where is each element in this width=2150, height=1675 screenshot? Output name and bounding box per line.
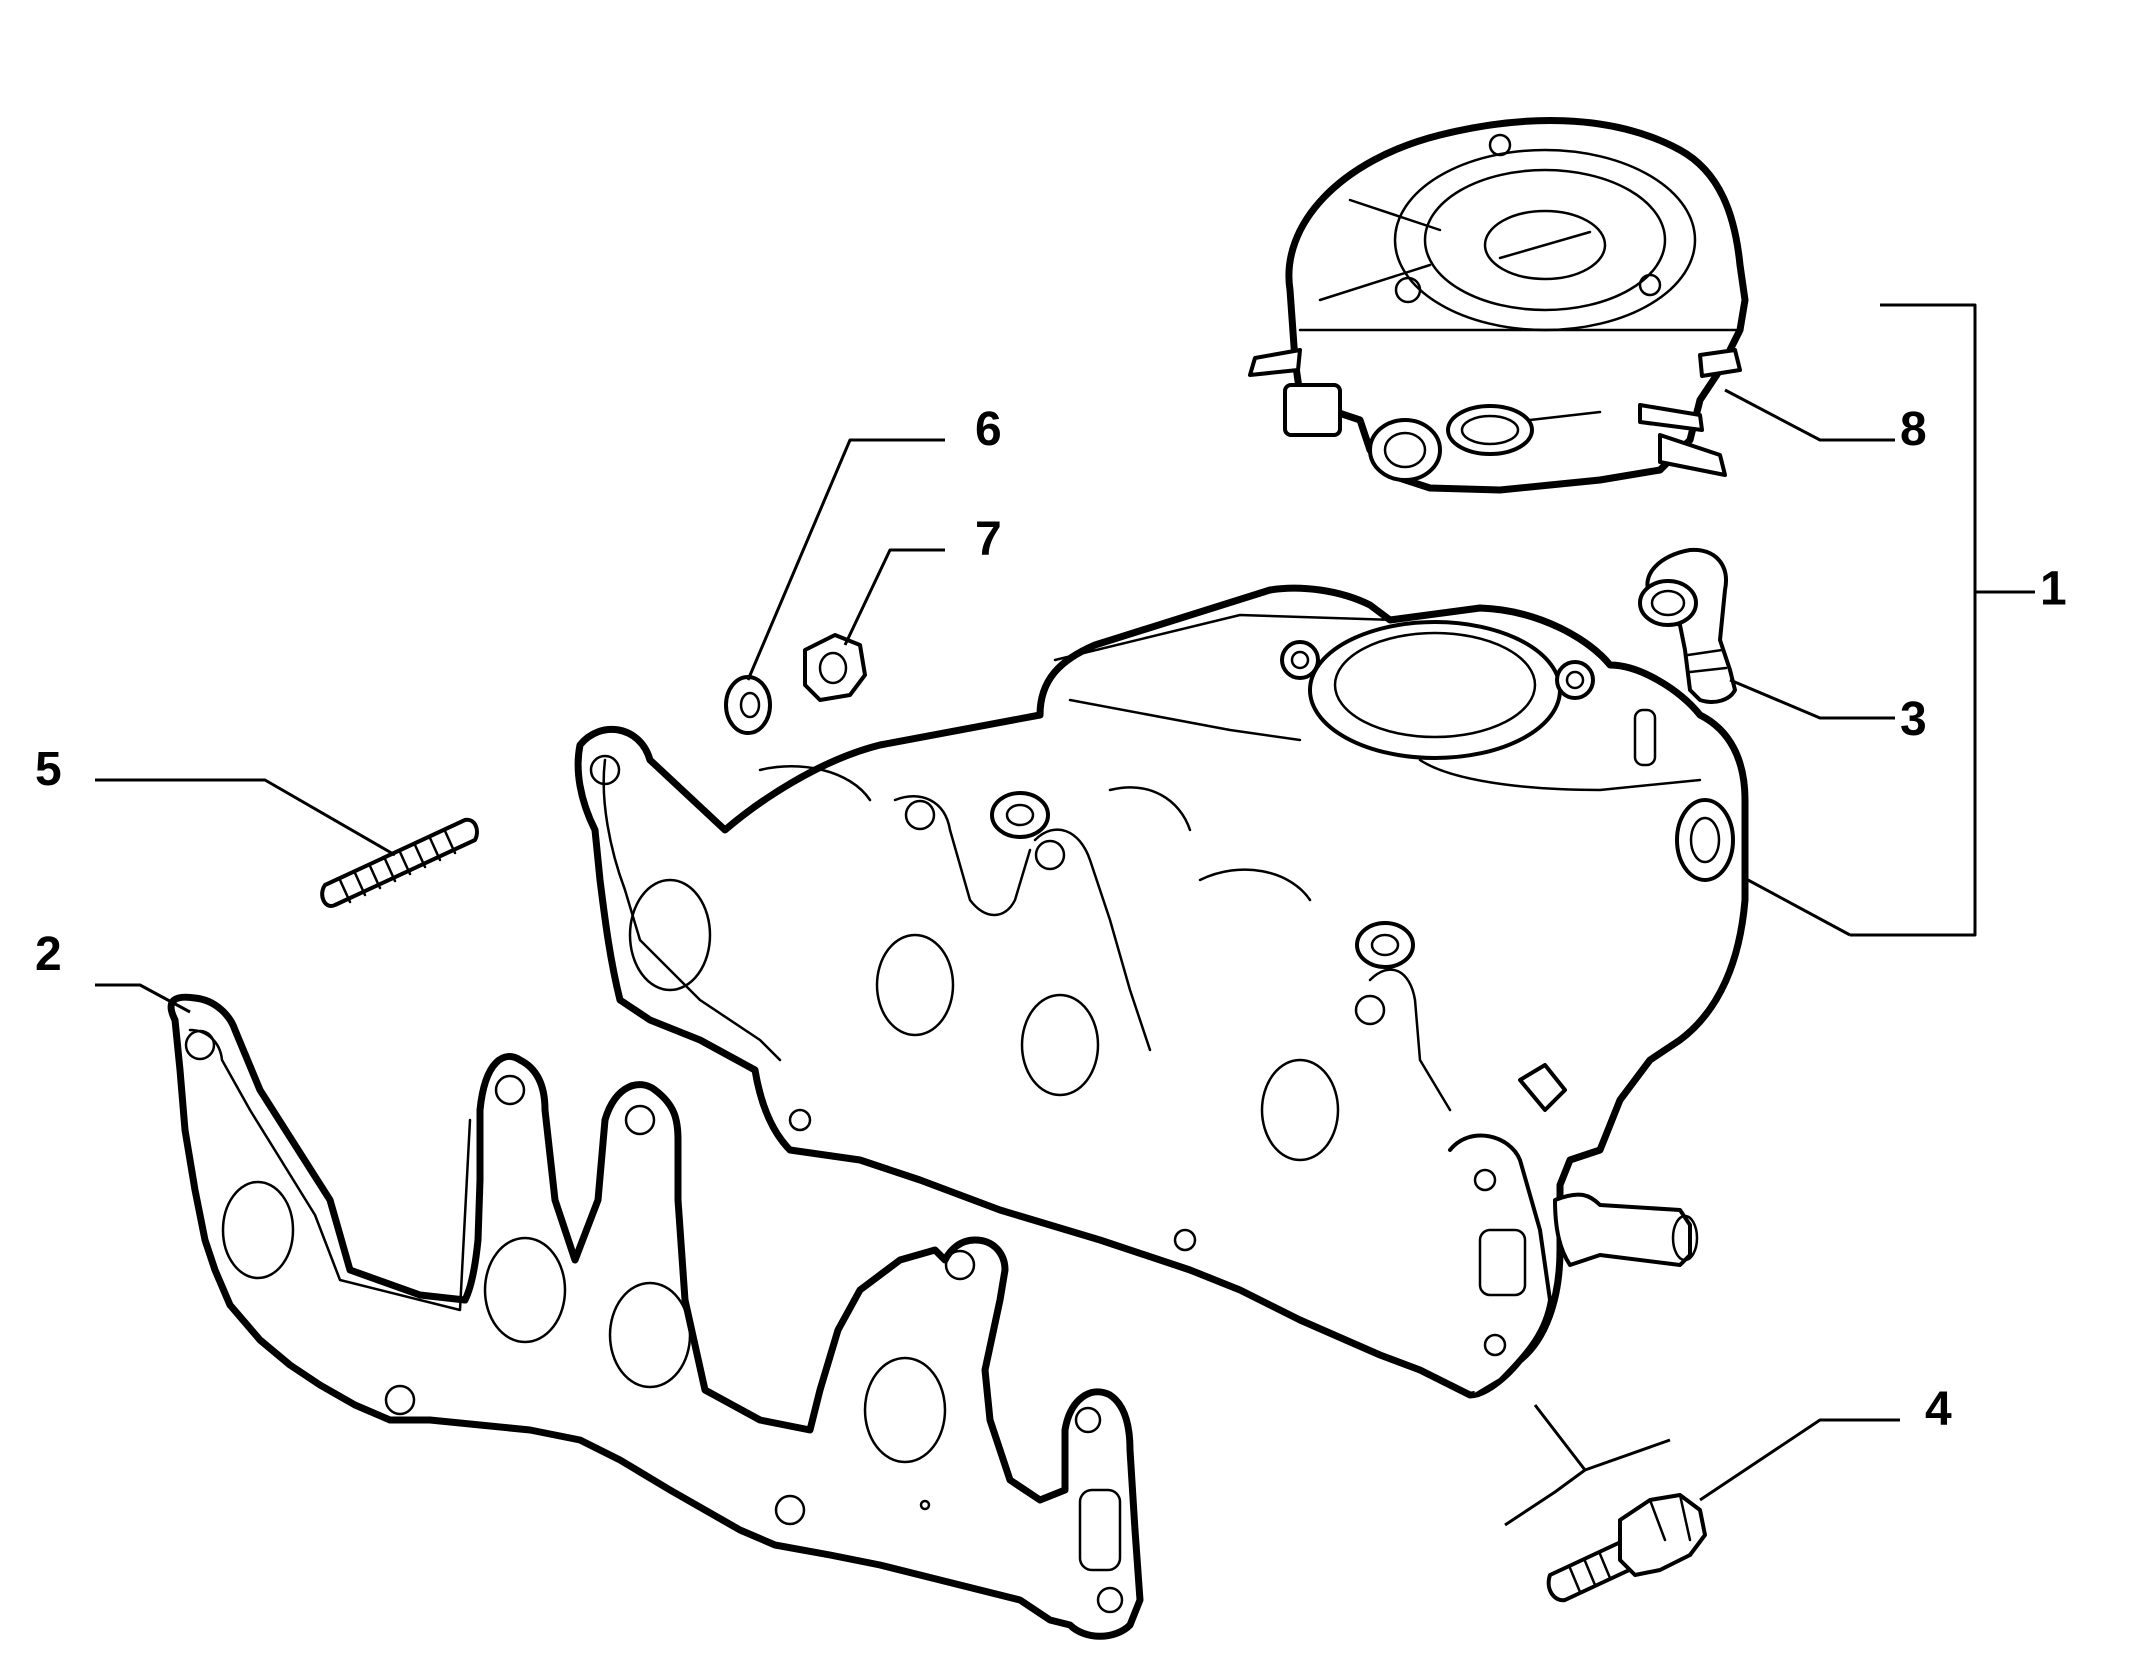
manifold-gasket[interactable] — [167, 993, 1144, 1640]
leader-4-bracket — [1533, 1404, 1671, 1472]
banjo-bolt[interactable] — [1546, 1493, 1707, 1603]
hex-nut[interactable] — [803, 633, 867, 702]
threaded-stud[interactable] — [320, 817, 479, 908]
leader-5 — [95, 778, 396, 857]
callout-1: 1 — [2040, 563, 2067, 616]
leader-8 — [1724, 388, 1895, 442]
callout-6: 6 — [975, 403, 1002, 456]
leader-4-split — [1504, 1468, 1586, 1527]
leader-4 — [1699, 1418, 1900, 1502]
washer[interactable] — [724, 675, 772, 735]
leader-lines — [95, 303, 2035, 1527]
leader-6 — [746, 438, 945, 681]
leader-7 — [843, 548, 945, 646]
callout-7: 7 — [975, 513, 1002, 566]
callout-3: 3 — [1900, 693, 1927, 746]
leader-1-manifold — [1747, 878, 1851, 937]
callout-4: 4 — [1925, 1383, 1952, 1436]
leader-2 — [95, 983, 191, 1014]
callout-labels: 1 2 3 4 5 6 7 8 — [35, 403, 2067, 1436]
leader-3 — [1729, 678, 1895, 720]
callout-8: 8 — [1900, 403, 1927, 456]
callout-2: 2 — [35, 928, 62, 981]
callout-5: 5 — [35, 743, 62, 796]
intake-manifold[interactable] — [574, 584, 1749, 1399]
bracket-1 — [1850, 303, 1977, 937]
throttle-body[interactable] — [1248, 117, 1749, 494]
elbow-fitting[interactable] — [1638, 547, 1737, 704]
